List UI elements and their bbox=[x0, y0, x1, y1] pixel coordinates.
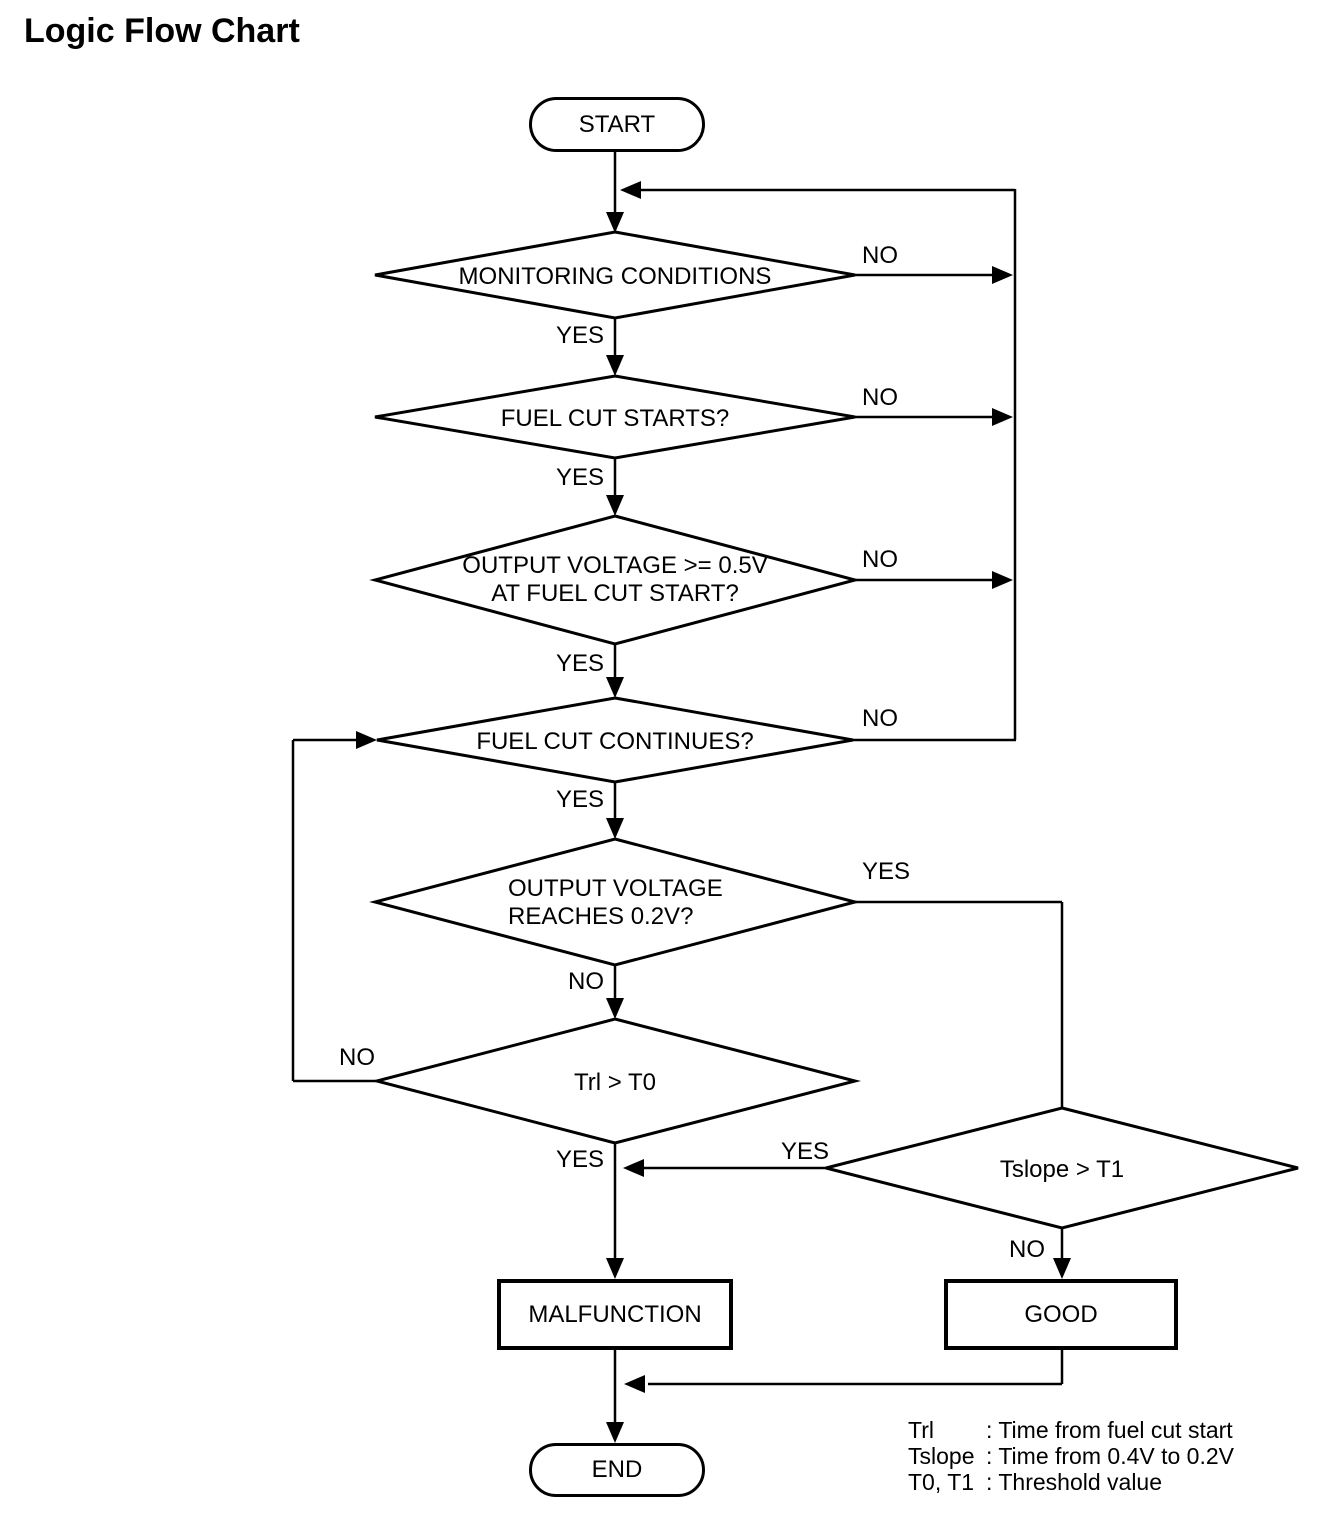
end-terminal: END bbox=[529, 1443, 705, 1497]
edge-trl-no-loop bbox=[291, 738, 377, 1083]
trl-yes-label: YES bbox=[555, 1146, 604, 1173]
diamond-fuel-cut-starts bbox=[374, 374, 856, 460]
arrowhead-output-voltage-05-no bbox=[992, 571, 1013, 589]
legend-desc-t0-t1: : Threshold value bbox=[986, 1469, 1163, 1495]
legend-row-trl: Trl : Time from fuel cut start bbox=[908, 1417, 1234, 1443]
output-voltage-02-text: OUTPUT VOLTAGE REACHES 0.2V? bbox=[508, 875, 723, 931]
output-voltage-05-line2: AT FUEL CUT START? bbox=[491, 580, 739, 607]
arrowhead-fuel-cut-starts-no bbox=[992, 408, 1013, 426]
edge-good-return bbox=[648, 1350, 1064, 1386]
page-title: Logic Flow Chart bbox=[24, 12, 300, 50]
good-box: GOOD bbox=[944, 1279, 1178, 1350]
arrowhead-into-fuel-cut-starts bbox=[606, 355, 624, 376]
monitoring-yes-label: YES bbox=[555, 322, 604, 349]
diamond-monitoring-conditions bbox=[374, 230, 856, 320]
diamond-trl-gt-t0 bbox=[371, 1017, 861, 1145]
edge-output-voltage-02-yes bbox=[855, 900, 1064, 1108]
arrowhead-into-monitoring bbox=[606, 212, 624, 233]
diamond-output-voltage-05 bbox=[369, 514, 861, 646]
start-label: START bbox=[578, 110, 656, 138]
arrowhead-loop-into-fuel-cut-continues bbox=[356, 731, 377, 749]
legend-term-trl: Trl bbox=[908, 1417, 934, 1443]
fuel-cut-starts-yes-label: YES bbox=[555, 464, 604, 491]
arrowhead-into-output-voltage-05 bbox=[606, 495, 624, 516]
tslope-yes-label: YES bbox=[781, 1138, 830, 1165]
good-label: GOOD bbox=[1024, 1300, 1098, 1328]
diamond-output-voltage-02 bbox=[369, 837, 861, 967]
fuel-cut-starts-no-label: NO bbox=[862, 384, 898, 411]
diamond-tslope-gt-t1 bbox=[825, 1106, 1299, 1230]
legend-term-t0-t1: T0, T1 bbox=[908, 1469, 975, 1495]
output-voltage-02-line1: OUTPUT VOLTAGE bbox=[508, 875, 723, 902]
legend: Trl : Time from fuel cut start Tslope : … bbox=[908, 1417, 1234, 1495]
malfunction-label: MALFUNCTION bbox=[528, 1300, 702, 1328]
monitoring-no-label: NO bbox=[862, 242, 898, 269]
trl-gt-t0-text: Trl > T0 bbox=[573, 1069, 657, 1096]
output-voltage-05-text: OUTPUT VOLTAGE >= 0.5V AT FUEL CUT START… bbox=[395, 552, 835, 608]
legend-term-tslope: Tslope bbox=[908, 1443, 975, 1469]
output-voltage-02-line2: REACHES 0.2V? bbox=[508, 903, 694, 930]
fuel-cut-starts-text: FUEL CUT STARTS? bbox=[500, 405, 730, 432]
tslope-no-label: NO bbox=[1009, 1236, 1045, 1263]
arrowhead-into-fuel-cut-continues bbox=[606, 677, 624, 698]
end-label: END bbox=[591, 1456, 643, 1483]
legend-row-t0-t1: T0, T1 : Threshold value bbox=[908, 1469, 1234, 1495]
output-voltage-05-line1: OUTPUT VOLTAGE >= 0.5V bbox=[462, 552, 768, 579]
arrowhead-tslope-yes-into-spine bbox=[623, 1159, 644, 1177]
tslope-gt-t1-text: Tslope > T1 bbox=[999, 1156, 1125, 1183]
legend-desc-tslope: : Time from 0.4V to 0.2V bbox=[986, 1443, 1234, 1469]
output-voltage-05-no-label: NO bbox=[862, 546, 898, 573]
edge-no-return-line bbox=[640, 188, 1017, 740]
output-voltage-02-yes-label: YES bbox=[862, 858, 911, 885]
diamond-fuel-cut-continues bbox=[376, 696, 854, 784]
fuel-cut-continues-text: FUEL CUT CONTINUES? bbox=[476, 728, 754, 755]
fuel-cut-continues-yes-label: YES bbox=[555, 786, 604, 813]
arrowhead-good-return-into-spine bbox=[624, 1375, 645, 1393]
legend-desc-trl: : Time from fuel cut start bbox=[986, 1417, 1233, 1443]
output-voltage-05-yes-label: YES bbox=[555, 650, 604, 677]
monitoring-conditions-text: MONITORING CONDITIONS bbox=[458, 263, 772, 290]
arrowhead-into-malfunction bbox=[606, 1258, 624, 1279]
arrowhead-monitoring-no bbox=[992, 266, 1013, 284]
arrowhead-into-trl bbox=[606, 998, 624, 1019]
fuel-cut-continues-no-label: NO bbox=[862, 705, 898, 732]
arrowhead-into-output-voltage-02 bbox=[606, 818, 624, 839]
malfunction-box: MALFUNCTION bbox=[497, 1279, 733, 1350]
output-voltage-02-no-label: NO bbox=[568, 968, 604, 995]
legend-row-tslope: Tslope : Time from 0.4V to 0.2V bbox=[908, 1443, 1234, 1469]
arrowhead-return-into-spine bbox=[620, 181, 641, 199]
start-terminal: START bbox=[529, 97, 705, 152]
arrowhead-into-good bbox=[1053, 1258, 1071, 1279]
arrowhead-into-end bbox=[606, 1422, 624, 1443]
trl-no-label: NO bbox=[339, 1044, 375, 1071]
